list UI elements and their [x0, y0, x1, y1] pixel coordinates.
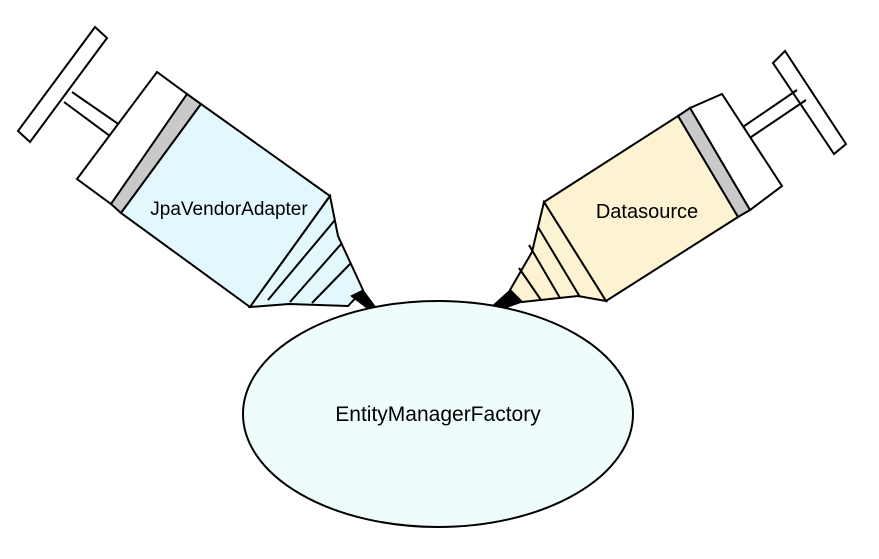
entity-manager-factory-node: EntityManagerFactory — [242, 300, 634, 528]
tip-ring — [267, 219, 336, 301]
target-ellipse — [242, 300, 634, 528]
syringe-datasource: Datasource — [479, 49, 848, 318]
plunger-handle — [771, 49, 848, 156]
tip-ring — [311, 263, 351, 304]
target-label: EntityManagerFactory — [335, 403, 541, 426]
syringe-jpa-vendor-adapter: JpaVendorAdapter — [16, 25, 389, 325]
tip-ring — [289, 242, 343, 303]
syringe-label: Datasource — [596, 201, 698, 223]
plunger-handle — [16, 25, 109, 144]
tip-ring — [528, 244, 561, 299]
tip-ring — [518, 267, 542, 301]
tip-ring — [537, 226, 581, 298]
syringe-label: JpaVendorAdapter — [150, 199, 308, 220]
